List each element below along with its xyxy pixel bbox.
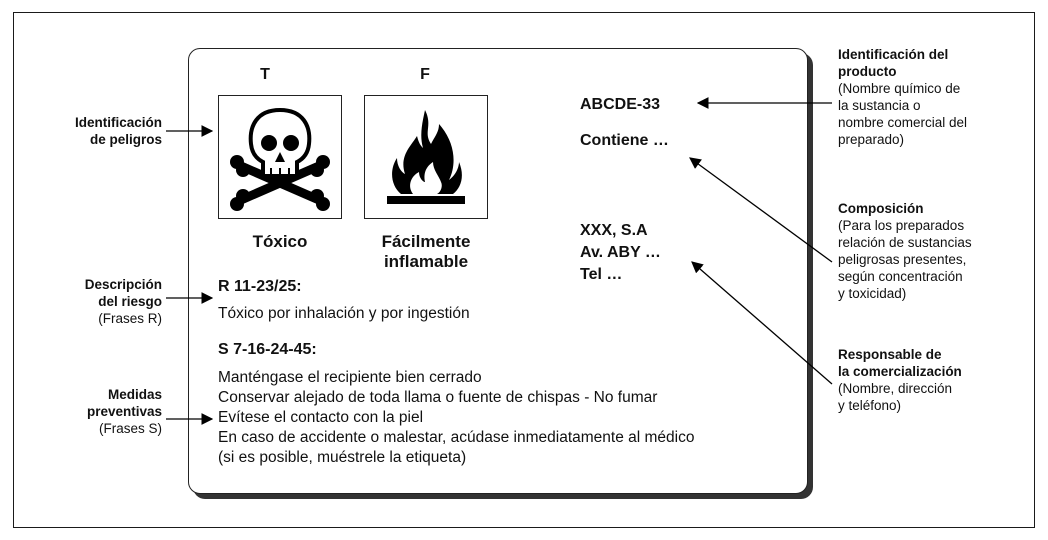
annotation-responsible: Responsable de la comercialización (Nomb…: [838, 347, 962, 413]
company-name: XXX, S.A: [580, 222, 648, 239]
r-phrase-code: R 11-23/25:: [218, 278, 302, 295]
figure-frame: [13, 12, 1035, 528]
annotation-hazard-id: Identificación de peligros: [74, 115, 162, 147]
arrow-composition: [689, 157, 833, 263]
s-phrase-line: (si es posible, muéstrele la etiqueta): [218, 449, 467, 466]
toxic-caption: Tóxico: [252, 232, 308, 251]
s-phrase-code: S 7-16-24-45:: [218, 341, 317, 358]
s-phrase-line: Manténgase el recipiente bien cerrado: [218, 369, 482, 386]
company-address: Av. ABY …: [580, 244, 661, 261]
annotation-risk: Descripción del riesgo (Frases R): [84, 277, 162, 326]
flammable-caption: Fácilmente inflamable: [381, 232, 471, 271]
hazard-letter-t: T: [260, 66, 270, 83]
annotation-product-id: Identificación del producto (Nombre quím…: [838, 47, 968, 147]
s-phrase-line: Conservar alejado de toda llama o fuente…: [218, 389, 658, 406]
s-phrase-line: Evítese el contacto con la piel: [218, 409, 424, 426]
hazard-letter-f: F: [420, 66, 430, 83]
s-phrase-line: En caso de accidente o malestar, acúdase…: [218, 429, 695, 446]
product-name: ABCDE-33: [580, 96, 661, 113]
skull-crossbones-icon: [230, 107, 330, 211]
contains-text: Contiene …: [580, 132, 669, 149]
company-phone: Tel …: [580, 266, 623, 283]
arrow-responsible: [691, 261, 833, 385]
annotation-composition: Composición (Para los preparados relació…: [838, 201, 972, 301]
flame-icon: [387, 110, 465, 204]
annotation-measures: Medidas preventivas (Frases S): [86, 387, 162, 436]
toxic-symbol-box: [218, 95, 342, 219]
flammable-symbol-box: [364, 95, 488, 219]
r-phrase-text: Tóxico por inhalación y por ingestión: [218, 305, 470, 322]
